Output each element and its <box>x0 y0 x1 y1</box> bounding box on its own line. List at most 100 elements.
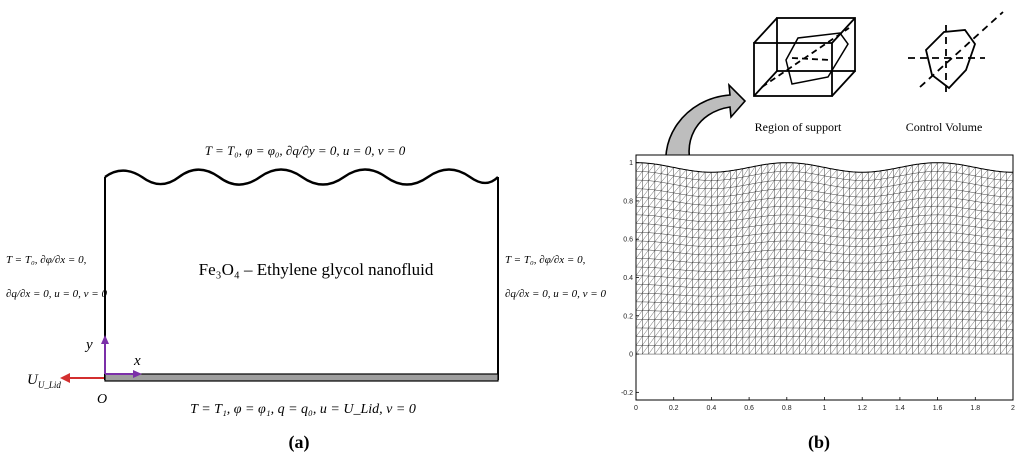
mesh-line <box>686 179 693 187</box>
mesh-line <box>755 250 762 261</box>
mesh-line <box>648 276 655 285</box>
mesh-line <box>635 267 643 276</box>
mesh-line <box>698 229 706 239</box>
mesh-line <box>836 212 844 221</box>
mesh-line <box>918 241 926 251</box>
mesh-line <box>956 293 963 303</box>
mesh-line <box>723 170 731 180</box>
mesh-line <box>874 228 882 230</box>
mesh-line <box>956 224 963 226</box>
mesh-line <box>749 217 756 219</box>
mesh-line <box>931 301 938 311</box>
mesh-line <box>862 304 869 313</box>
mesh-line <box>837 203 844 205</box>
mesh-line <box>906 182 913 184</box>
mesh-line <box>635 214 643 224</box>
mesh-line <box>704 180 712 189</box>
mesh-line <box>855 296 863 305</box>
mesh-line <box>830 312 838 321</box>
mesh-line <box>950 207 957 216</box>
caption-b: (b) <box>808 432 830 453</box>
mesh-line <box>943 258 951 268</box>
mesh-line <box>635 301 643 311</box>
mesh-line <box>692 287 699 296</box>
mesh-line <box>924 301 932 311</box>
mesh-line <box>962 217 970 226</box>
mesh-line <box>956 336 963 346</box>
mesh-line <box>742 260 750 262</box>
mesh-line <box>924 232 932 242</box>
mesh-line <box>912 258 919 269</box>
mesh-line <box>648 336 655 346</box>
mesh-line <box>824 227 831 236</box>
mesh-line <box>704 345 712 355</box>
mesh-line <box>943 284 951 294</box>
mesh-line <box>654 336 662 346</box>
mesh-line <box>811 182 819 184</box>
mesh-line <box>855 329 863 338</box>
mesh-line <box>975 337 982 346</box>
mesh-line <box>717 312 725 322</box>
mesh-line <box>1000 312 1007 321</box>
mesh-line <box>799 172 806 181</box>
mesh-line <box>975 219 982 227</box>
mesh-line <box>975 311 982 321</box>
mesh-line <box>818 201 825 210</box>
mesh-line <box>994 345 1001 355</box>
mesh-line <box>968 218 976 227</box>
mesh-line <box>704 263 712 272</box>
mesh-line <box>730 186 737 188</box>
mesh-line <box>956 181 963 183</box>
mesh-line <box>956 319 963 329</box>
mesh-line <box>962 173 970 175</box>
mesh-line <box>673 226 681 228</box>
mesh-line <box>742 303 750 313</box>
x-tick-label: 1 <box>823 405 827 412</box>
mesh-line <box>767 189 775 191</box>
mesh-line <box>818 251 825 253</box>
mesh-line <box>824 175 831 178</box>
mesh-line <box>962 191 970 200</box>
mesh-line <box>880 286 888 296</box>
mesh-line <box>742 269 750 271</box>
mesh-line <box>956 241 963 243</box>
mesh-line <box>679 210 687 212</box>
mesh-line <box>755 302 762 312</box>
mesh-line <box>937 327 945 337</box>
mesh-line <box>918 319 926 329</box>
x-tick-label: 0.4 <box>707 405 717 412</box>
mesh-line <box>1000 246 1007 255</box>
mesh-line <box>849 171 857 180</box>
mesh-line <box>874 203 882 205</box>
mesh-line <box>906 267 913 269</box>
mesh-line <box>918 215 926 217</box>
mesh-line <box>918 189 926 199</box>
mesh-line <box>1006 172 1014 181</box>
mesh-line <box>843 246 850 255</box>
mesh-line <box>704 304 712 313</box>
mesh-line <box>679 320 687 329</box>
mesh-line <box>723 178 731 181</box>
mesh-line <box>711 229 718 239</box>
mesh-line <box>786 180 794 189</box>
mesh-line <box>924 180 932 190</box>
mesh-line <box>667 269 674 278</box>
mesh-line <box>906 173 913 184</box>
mesh-line <box>786 301 794 311</box>
mesh-line <box>736 168 743 179</box>
mesh-line <box>994 221 1001 230</box>
mesh-line <box>849 238 857 247</box>
mesh-line <box>968 336 976 346</box>
mesh-line <box>711 329 718 338</box>
mesh-line <box>711 188 718 198</box>
mesh-line <box>862 229 869 239</box>
mesh-line <box>994 178 1001 181</box>
mesh-line <box>736 261 743 263</box>
mesh-line <box>786 310 794 320</box>
mesh-line <box>723 195 731 197</box>
mesh-line <box>673 219 681 227</box>
mesh-line <box>956 207 963 216</box>
mesh-line <box>918 206 926 216</box>
mesh-line <box>679 337 687 346</box>
